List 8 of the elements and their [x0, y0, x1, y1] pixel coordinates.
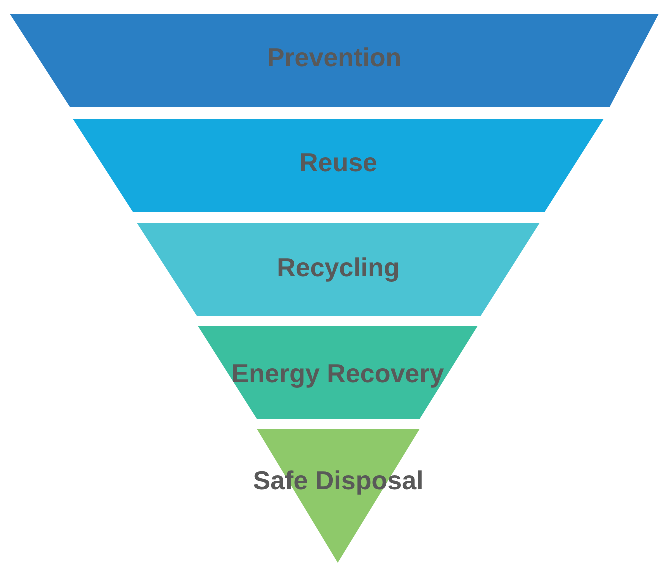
- band-label: Reuse: [299, 148, 378, 178]
- funnel-band: [10, 14, 659, 107]
- funnel-band: [73, 119, 604, 212]
- funnel-band: [198, 326, 478, 419]
- funnel-band: [137, 223, 540, 316]
- band-label: Prevention: [267, 42, 402, 74]
- band-label: Energy Recovery: [232, 358, 444, 390]
- band-label: Recycling: [277, 252, 400, 284]
